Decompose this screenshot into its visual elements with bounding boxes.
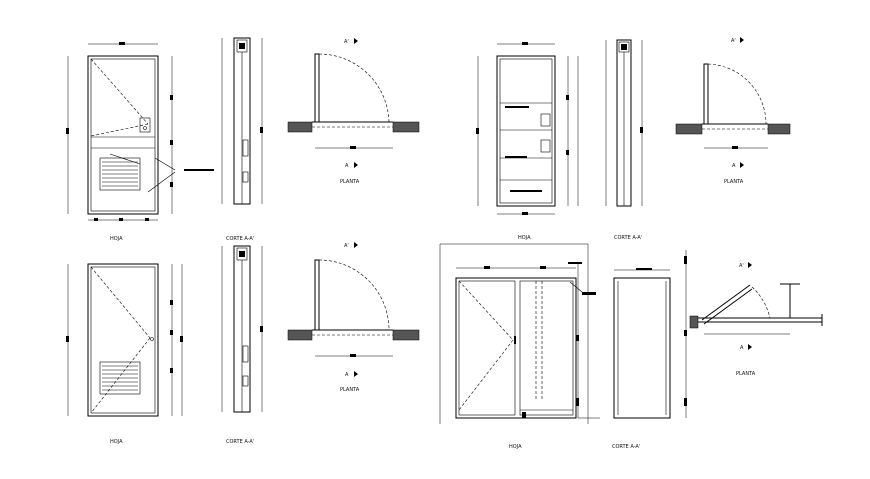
door4-elevation	[439, 243, 600, 424]
door1-plan	[287, 38, 420, 168]
door4-plan	[689, 262, 823, 350]
door4-corte-label: CORTE A-A'	[612, 444, 640, 450]
door3-section-mark-top: A'	[344, 243, 349, 249]
door4-section-mark-top: A'	[739, 263, 744, 269]
door4-hoja-label: HOJA	[509, 444, 522, 450]
door1-planta-label: PLANTA	[340, 179, 360, 185]
door3-elevation	[66, 263, 183, 417]
door1-corte-label: CORTE A-A'	[226, 236, 254, 242]
door3-plan	[287, 242, 420, 377]
door4-planta-label: PLANTA	[736, 371, 756, 377]
door3-section	[221, 245, 263, 413]
door1-section-mark-bottom: A	[345, 163, 349, 169]
door2-section-mark-bottom: A	[732, 163, 736, 169]
door2-hoja-label: HOJA	[518, 235, 531, 241]
door3-planta-label: PLANTA	[340, 387, 360, 393]
door2-planta-label: PLANTA	[724, 179, 744, 185]
door4-section	[613, 250, 687, 419]
door2-corte-label: CORTE A-A'	[614, 235, 642, 241]
door2-elevation	[476, 42, 579, 215]
door1-hoja-label: HOJA	[110, 236, 123, 242]
door3-corte-label: CORTE A-A'	[226, 439, 254, 445]
door1-louver	[102, 161, 138, 187]
door2-plan	[675, 37, 791, 168]
door2-section-mark-top: A'	[731, 38, 736, 44]
door3-hoja-label: HOJA	[110, 439, 123, 445]
door3-section-mark-bottom: A	[345, 372, 349, 378]
door3-louver	[99, 361, 141, 395]
door1-section-mark-top: A'	[344, 39, 349, 45]
door4-section-mark-bottom: A	[740, 345, 744, 351]
door2-section	[605, 39, 643, 207]
door1-elevation	[66, 42, 214, 221]
door1-section	[221, 37, 263, 205]
